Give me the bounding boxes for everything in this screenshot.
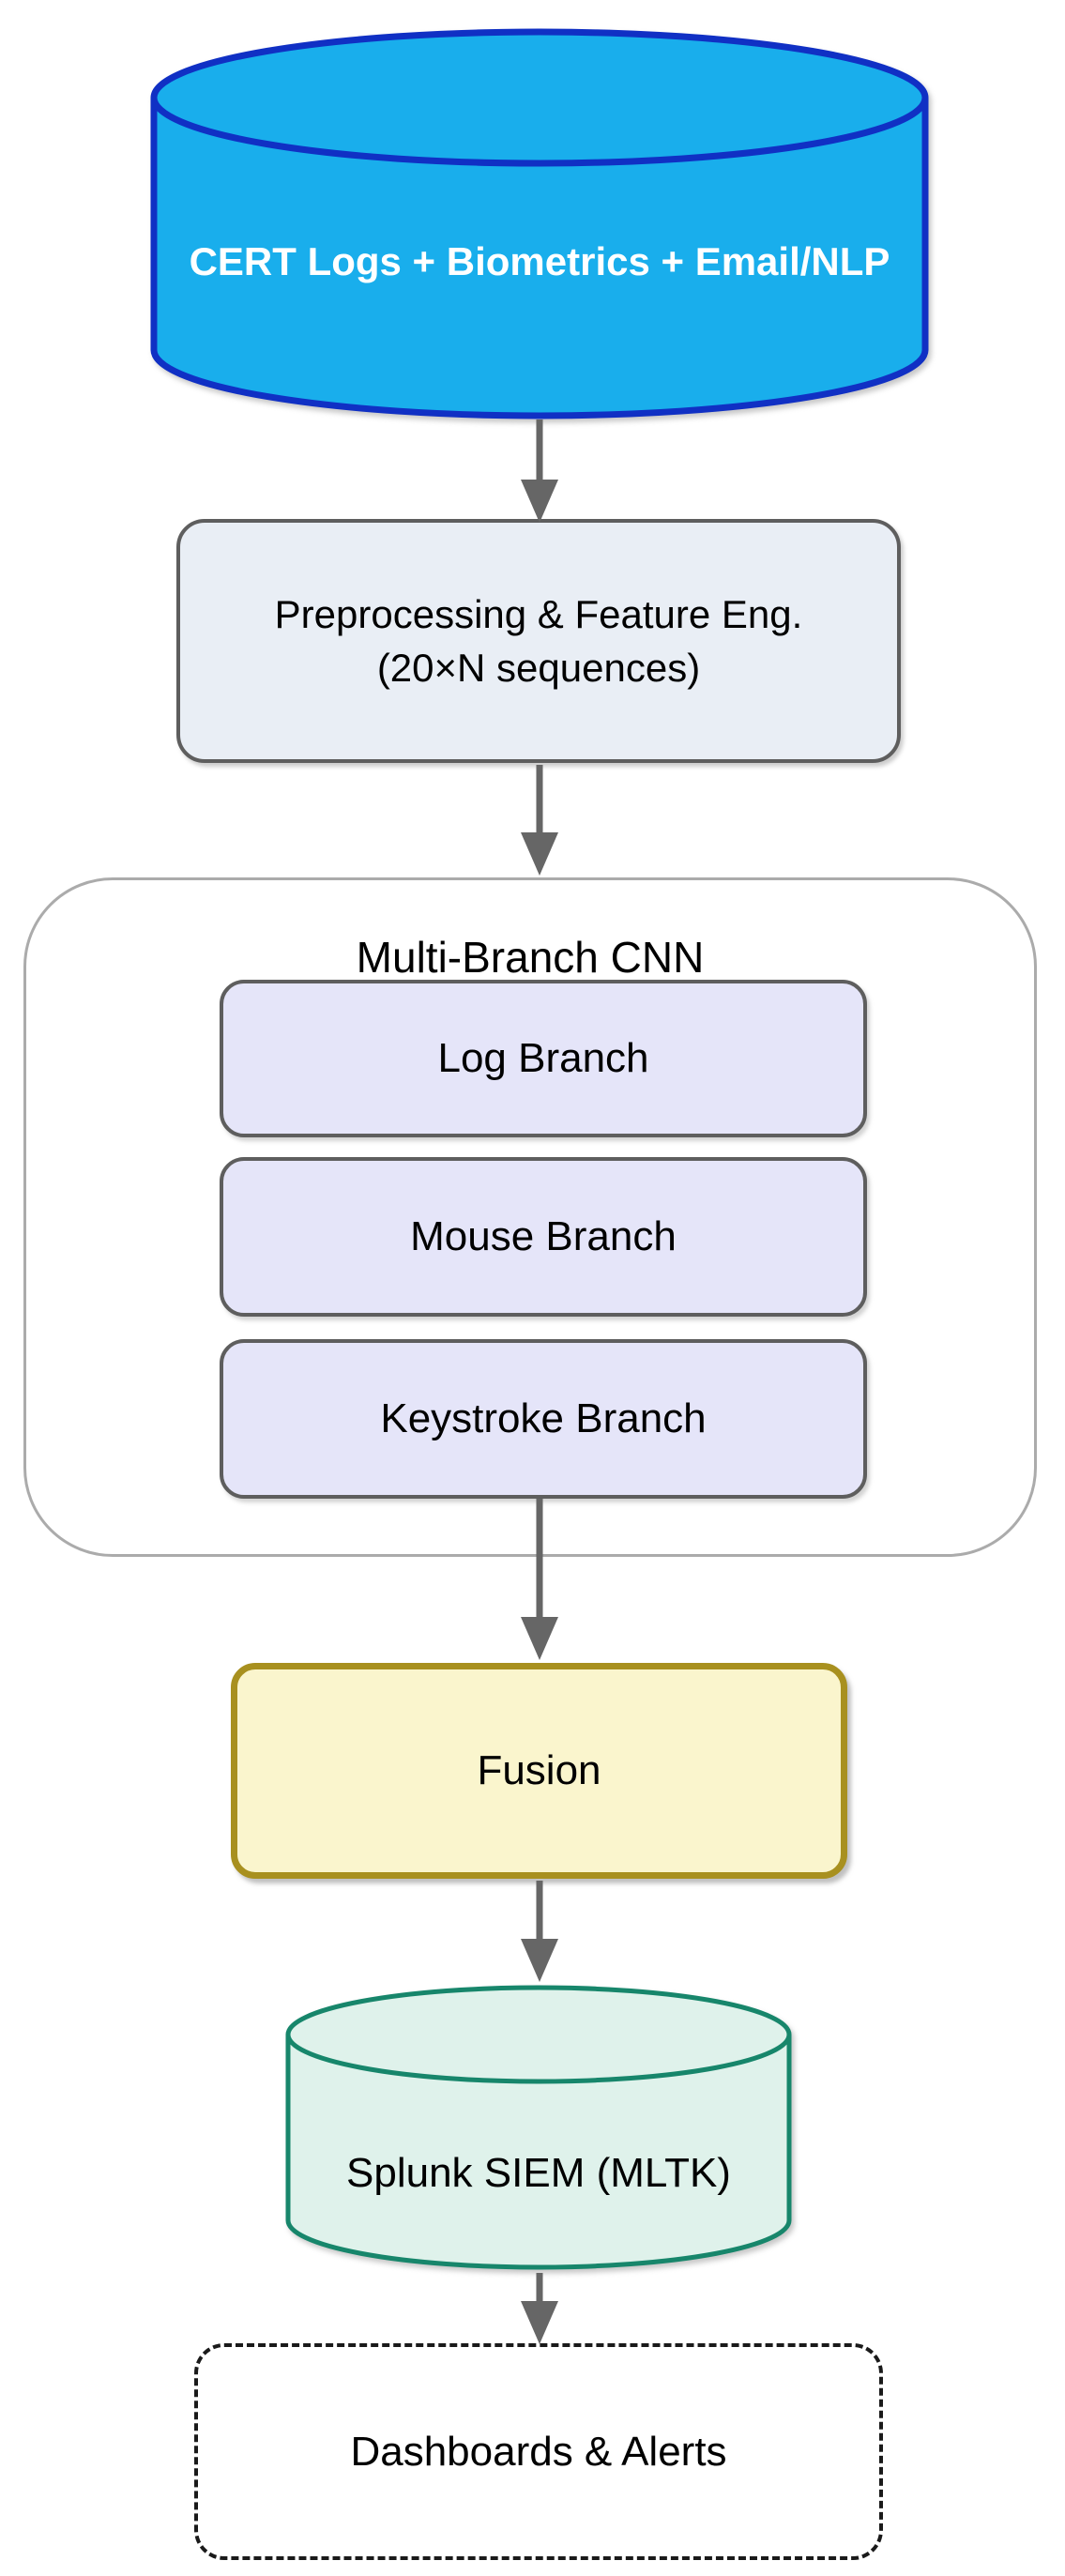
arrow-shaft	[536, 1881, 543, 1946]
dashboards-alerts-label: Dashboards & Alerts	[350, 2428, 727, 2475]
arrow-head-icon	[521, 1939, 558, 1982]
splunk-siem-label: Splunk SIEM (MLTK)	[346, 2150, 731, 2196]
flow-arrow-cnn-to-fusion	[520, 1499, 559, 1660]
mouse-branch-label: Mouse Branch	[410, 1213, 677, 1259]
preprocessing-label-line2: (20×N sequences)	[376, 646, 701, 690]
cylinder-shape	[150, 28, 929, 419]
node-dashboards-alerts: Dashboards & Alerts	[194, 2343, 883, 2560]
node-log-branch: Log Branch	[220, 980, 867, 1137]
arrow-shaft	[536, 419, 543, 487]
keystroke-branch-label: Keystroke Branch	[380, 1395, 707, 1441]
node-data-source-cylinder: CERT Logs + Biometrics + Email/NLP	[150, 28, 929, 419]
group-multi-branch-cnn: Multi-Branch CNN Log Branch Mouse Branch…	[23, 877, 1037, 1557]
arrow-shaft	[536, 765, 543, 840]
flow-arrow-preprocessing-to-cnn	[520, 765, 559, 876]
fusion-label: Fusion	[477, 1747, 601, 1793]
arrow-head-icon	[521, 832, 558, 876]
arrow-shaft	[536, 1499, 543, 1624]
data-source-label: CERT Logs + Biometrics + Email/NLP	[189, 239, 890, 283]
group-title: Multi-Branch CNN	[356, 933, 705, 982]
arrow-shaft	[536, 2273, 543, 2309]
preprocessing-label-line1: Preprocessing & Feature Eng.	[274, 592, 803, 636]
arrow-head-icon	[521, 2301, 558, 2344]
flow-arrow-fusion-to-siem	[520, 1881, 559, 1982]
cylinder-shape	[285, 1985, 792, 2270]
arrow-head-icon	[521, 480, 558, 523]
node-mouse-branch: Mouse Branch	[220, 1157, 867, 1317]
node-preprocessing: Preprocessing & Feature Eng. (20×N seque…	[176, 519, 901, 763]
node-splunk-siem-cylinder: Splunk SIEM (MLTK)	[285, 1985, 792, 2271]
node-keystroke-branch: Keystroke Branch	[220, 1339, 867, 1499]
arrow-head-icon	[521, 1617, 558, 1660]
log-branch-label: Log Branch	[437, 1035, 649, 1081]
flow-arrow-source-to-preprocessing	[520, 419, 559, 523]
flow-arrow-siem-to-output	[520, 2273, 559, 2344]
node-fusion: Fusion	[231, 1663, 847, 1879]
